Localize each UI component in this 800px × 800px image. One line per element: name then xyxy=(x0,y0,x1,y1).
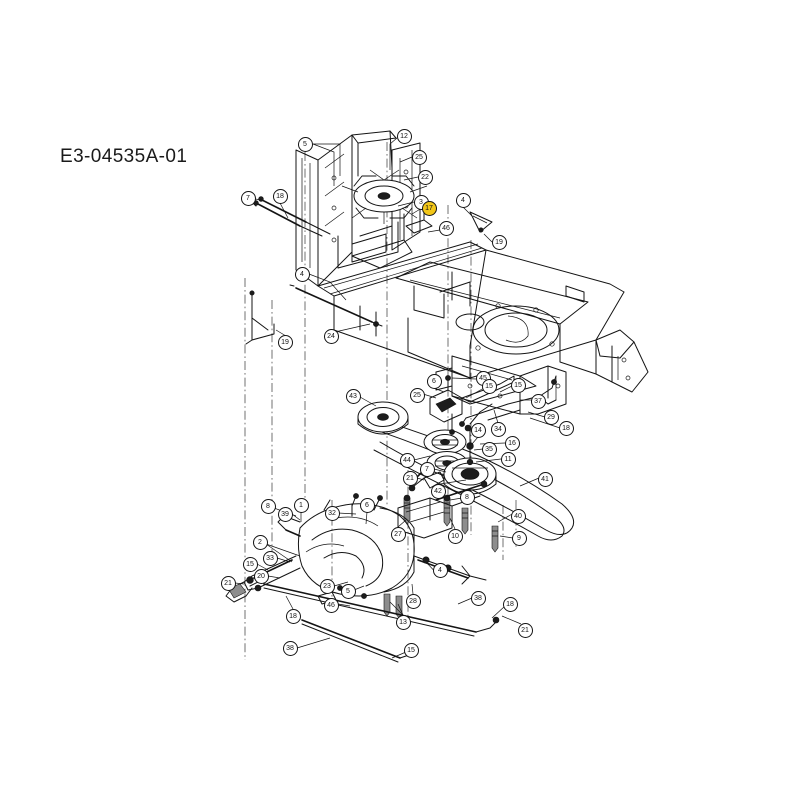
part-callout-4[interactable]: 4 xyxy=(294,266,310,282)
part-callout-41[interactable]: 41 xyxy=(537,471,553,487)
drag-link-rod xyxy=(249,581,500,637)
part-callout-35[interactable]: 35 xyxy=(481,441,497,457)
part-callout-44[interactable]: 44 xyxy=(399,452,415,468)
part-callout-38[interactable]: 38 xyxy=(282,640,298,656)
part-callout-43[interactable]: 43 xyxy=(345,388,361,404)
part-callout-23[interactable]: 23 xyxy=(319,578,335,594)
part-callout-32[interactable]: 32 xyxy=(324,505,340,521)
part-callout-9[interactable]: 9 xyxy=(511,530,527,546)
part-callout-16[interactable]: 16 xyxy=(504,435,520,451)
leader-lines xyxy=(234,137,561,659)
tensioner-bracket xyxy=(429,375,463,435)
part-callout-15[interactable]: 15 xyxy=(403,642,419,658)
part-callout-21[interactable]: 21 xyxy=(402,470,418,486)
part-callout-46[interactable]: 46 xyxy=(323,597,339,613)
part-callout-15[interactable]: 15 xyxy=(242,556,258,572)
part-callout-14[interactable]: 14 xyxy=(470,422,486,438)
part-callout-6[interactable]: 6 xyxy=(359,497,375,513)
part-callout-37[interactable]: 37 xyxy=(530,393,546,409)
part-callout-17[interactable]: 17 xyxy=(421,200,437,216)
part-callout-4[interactable]: 4 xyxy=(432,562,448,578)
part-callout-18[interactable]: 18 xyxy=(285,608,301,624)
part-callout-15[interactable]: 15 xyxy=(481,378,497,394)
part-callout-24[interactable]: 24 xyxy=(323,328,339,344)
part-callout-46[interactable]: 46 xyxy=(438,220,454,236)
part-callout-12[interactable]: 12 xyxy=(396,128,412,144)
part-callout-38[interactable]: 38 xyxy=(470,590,486,606)
page-title: E3-04535A-01 xyxy=(60,146,188,167)
part-callout-42[interactable]: 42 xyxy=(430,483,446,499)
part-callout-18[interactable]: 18 xyxy=(272,188,288,204)
part-callout-18[interactable]: 18 xyxy=(558,420,574,436)
part-callout-1[interactable]: 1 xyxy=(293,497,309,513)
part-callout-25[interactable]: 25 xyxy=(409,387,425,403)
part-callout-27[interactable]: 27 xyxy=(390,526,406,542)
part-callout-6[interactable]: 6 xyxy=(426,373,442,389)
engine-pulley-fan xyxy=(341,169,428,224)
part-callout-4[interactable]: 4 xyxy=(455,192,471,208)
deck-hole xyxy=(472,305,560,355)
part-callout-10[interactable]: 10 xyxy=(447,528,463,544)
fasteners-lower xyxy=(403,494,499,553)
part-callout-7[interactable]: 7 xyxy=(419,461,435,477)
part-callout-22[interactable]: 22 xyxy=(417,169,433,185)
part-callout-2[interactable]: 2 xyxy=(252,534,268,550)
part-callout-11[interactable]: 11 xyxy=(500,451,516,467)
axle-right xyxy=(413,555,487,585)
long-bar-lower-left xyxy=(289,284,383,327)
part-callout-15[interactable]: 15 xyxy=(510,377,526,393)
part-callout-5[interactable]: 5 xyxy=(340,583,356,599)
part-callout-33[interactable]: 33 xyxy=(262,550,278,566)
part-callout-19[interactable]: 19 xyxy=(277,334,293,350)
part-callout-13[interactable]: 13 xyxy=(395,614,411,630)
part-callout-21[interactable]: 21 xyxy=(220,575,236,591)
drive-pulley-left xyxy=(357,401,409,435)
part-callout-8[interactable]: 8 xyxy=(459,489,475,505)
idler-pulley-upper xyxy=(423,429,467,455)
part-callout-34[interactable]: 34 xyxy=(490,421,506,437)
transaxle-assembly xyxy=(225,480,500,663)
part-callout-40[interactable]: 40 xyxy=(510,508,526,524)
part-callout-25[interactable]: 25 xyxy=(411,149,427,165)
bracket-right-upper xyxy=(469,211,493,233)
hook-rod-left xyxy=(245,290,275,345)
part-callout-20[interactable]: 20 xyxy=(253,568,269,584)
upper-frame-assembly xyxy=(245,130,493,345)
part-callout-39[interactable]: 39 xyxy=(277,506,293,522)
part-callout-28[interactable]: 28 xyxy=(405,593,421,609)
part-callout-8[interactable]: 8 xyxy=(260,498,276,514)
part-callout-5[interactable]: 5 xyxy=(297,136,313,152)
part-callout-21[interactable]: 21 xyxy=(517,622,533,638)
part-callout-29[interactable]: 29 xyxy=(543,409,559,425)
center-lines xyxy=(244,142,517,660)
part-callout-18[interactable]: 18 xyxy=(502,596,518,612)
part-callout-19[interactable]: 19 xyxy=(491,234,507,250)
part-callout-7[interactable]: 7 xyxy=(240,190,256,206)
main-chassis-frame xyxy=(333,249,649,427)
